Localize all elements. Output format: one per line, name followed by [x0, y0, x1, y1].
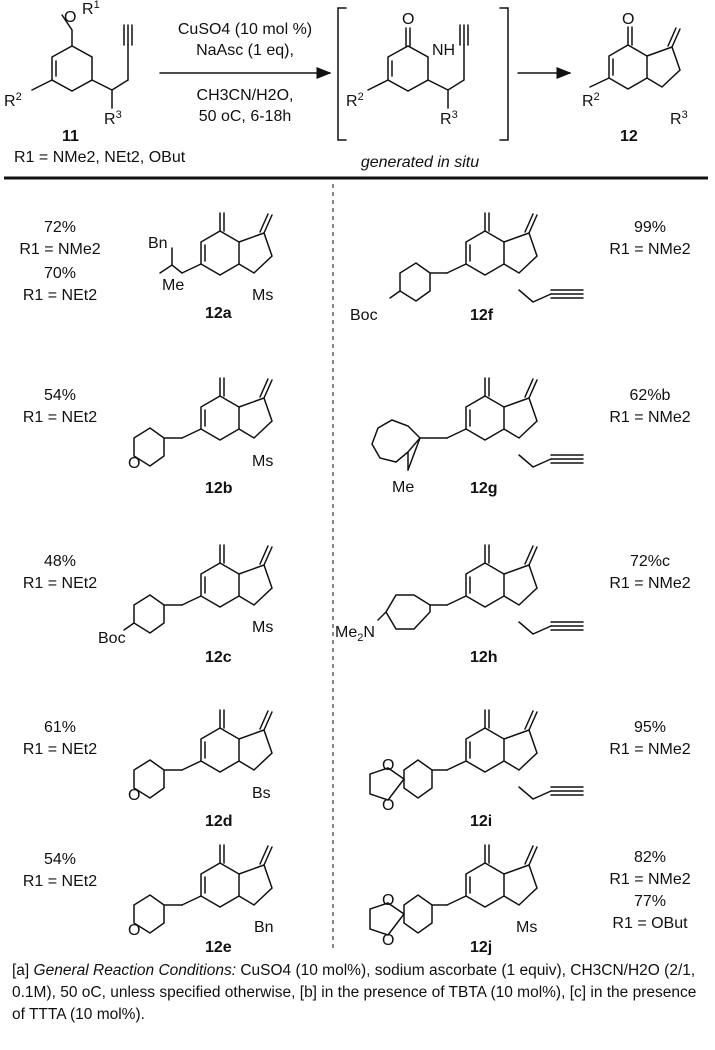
- footnote-b-text: [b] in the presence of TBTA (10 mol%),: [295, 984, 566, 1001]
- compound-12b: O Ms 12b 54% R1 = NEt2: [23, 377, 273, 497]
- n-substituent-12e: Bn: [254, 919, 274, 936]
- conditions-arrow: CuSO4 (10 mol %) NaAsc (1 eq), CH3CN/H2O…: [159, 21, 332, 125]
- reactant-o-label: O: [64, 9, 76, 26]
- compound-12a: Bn Me Ms 12a 72% R1 = NMe2 70% R1 = NEt2: [19, 212, 273, 322]
- ketal-o1-12i: O: [382, 757, 394, 774]
- yield-12d: 61%: [44, 719, 76, 736]
- footnote: [a] General Reaction Conditions: CuSO4 (…: [12, 960, 702, 1026]
- footnote-a-text: CuSO4 (10 mol%), sodium ascorbate (1 equ…: [12, 962, 696, 1001]
- reactant-substituents: R1 = NMe2, NEt2, OBut: [14, 149, 186, 166]
- yield-cond-12a-1: R1 = NMe2: [19, 241, 100, 258]
- intermediate-caption: generated in situ: [361, 154, 479, 171]
- intermediate-r3-label: R3: [440, 109, 458, 128]
- compound-id-12a: 12a: [205, 305, 232, 322]
- yield-12i: 95%: [634, 719, 666, 736]
- boc-label-12f: Boc: [350, 307, 378, 324]
- morpholine-o-12e: O: [128, 922, 140, 939]
- indole-me-12g: Me: [392, 479, 414, 496]
- footnote-c-text: [c] in the presence of TTTA (10 mol%).: [12, 984, 697, 1023]
- yield-12a-2: 70%: [44, 265, 76, 282]
- intermediate-nh-label: NH: [432, 42, 455, 59]
- yield-12b: 54%: [44, 387, 76, 404]
- footnote-a-tag: [a]: [12, 962, 34, 979]
- yield-cond-12e: R1 = NEt2: [23, 873, 97, 890]
- yield-12j-2: 77%: [634, 893, 666, 910]
- reactant-r2-label: R2: [4, 91, 22, 110]
- yield-12g: 62%b: [630, 387, 671, 404]
- yield-cond-12i: R1 = NMe2: [609, 741, 690, 758]
- ketal-o1-12j: O: [382, 892, 394, 909]
- reactant-r1-label: R1: [82, 0, 100, 18]
- yield-12h: 72%c: [630, 553, 670, 570]
- morpholine-o-12d: O: [128, 787, 140, 804]
- footnote-a-heading: General Reaction Conditions:: [33, 962, 237, 979]
- compound-id-12f: 12f: [470, 307, 494, 324]
- product-r2-label: R2: [582, 91, 600, 110]
- morpholine-o-12b: O: [128, 455, 140, 472]
- product-r3-label: R3: [670, 109, 688, 128]
- product-number: 12: [620, 128, 638, 145]
- reactant-11: O R1 R2 R3 11 R1 = NMe2, NEt2, OBut: [4, 0, 186, 166]
- compound-id-12e: 12e: [205, 939, 232, 955]
- product-o-label: O: [622, 11, 634, 28]
- compound-12f: Boc 12f 99% R1 = NMe2: [350, 212, 691, 324]
- compound-id-12g: 12g: [470, 480, 498, 497]
- n-substituent-12j: Ms: [516, 919, 537, 936]
- nme2-label-12h: Me2N: [335, 624, 375, 644]
- boc-label-12c: Boc: [98, 630, 126, 647]
- n-substituent-12b: Ms: [252, 453, 273, 470]
- yield-cond-12h: R1 = NMe2: [609, 575, 690, 592]
- compound-12i: O O 12i 95% R1 = NMe2: [369, 709, 691, 830]
- compound-12e: O Bn 12e 54% R1 = NEt2: [23, 844, 274, 955]
- compound-id-12j: 12j: [470, 939, 492, 955]
- yield-12f: 99%: [634, 219, 666, 236]
- intermediate-r2-label: R2: [346, 91, 364, 110]
- ketal-o2-12j: O: [382, 932, 394, 949]
- yield-cond-12d: R1 = NEt2: [23, 741, 97, 758]
- compound-id-12h: 12h: [470, 649, 498, 666]
- reagent-line-1: CuSO4 (10 mol %): [178, 21, 312, 38]
- reactant-r3-label: R3: [104, 109, 122, 128]
- compound-id-12b: 12b: [205, 480, 233, 497]
- yield-12a-1: 72%: [44, 219, 76, 236]
- yield-cond-12g: R1 = NMe2: [609, 409, 690, 426]
- yield-cond-12a-2: R1 = NEt2: [23, 287, 97, 304]
- compound-12h: Me2N 12h 72%c R1 = NMe2: [335, 544, 691, 666]
- yield-12e: 54%: [44, 851, 76, 868]
- yield-12c: 48%: [44, 553, 76, 570]
- reaction-scheme: O R1 R2 R3 11 R1 = NMe2, NEt2, OBut CuSO…: [4, 0, 708, 955]
- n-substituent-12c: Ms: [252, 619, 273, 636]
- yield-cond-12j-1: R1 = NMe2: [609, 871, 690, 888]
- product-12: O R2 R3 12: [582, 11, 688, 145]
- yield-cond-12b: R1 = NEt2: [23, 409, 97, 426]
- reactant-number: 11: [62, 128, 79, 145]
- yield-cond-12j-2: R1 = OBut: [612, 915, 688, 932]
- n-substituent-12d: Bs: [252, 785, 271, 802]
- compound-id-12i: 12i: [470, 813, 492, 830]
- n-substituent-12a: Ms: [252, 287, 273, 304]
- reagent-line-2: NaAsc (1 eq),: [196, 42, 294, 59]
- compound-id-12d: 12d: [205, 813, 233, 830]
- compound-12d: O Bs 12d 61% R1 = NEt2: [23, 709, 273, 830]
- reagent-line-4: 50 oC, 6-18h: [199, 108, 292, 125]
- compound-id-12c: 12c: [205, 649, 232, 666]
- compound-12j: O O Ms 12j 82% R1 = NMe2 77% R1 = OBut: [369, 844, 691, 955]
- compound-12c: Boc Ms 12c 48% R1 = NEt2: [23, 544, 273, 666]
- intermediate-bracket: O NH R2 R3 generated in situ: [337, 7, 509, 171]
- amine-me-12a: Me: [162, 277, 184, 294]
- yield-cond-12f: R1 = NMe2: [609, 241, 690, 258]
- ketal-o2-12i: O: [382, 797, 394, 814]
- yield-12j-1: 82%: [634, 849, 666, 866]
- intermediate-o-label: O: [402, 11, 414, 28]
- reagent-line-3: CH3CN/H2O,: [197, 87, 294, 104]
- compound-12g: Me 12g 62%b R1 = NMe2: [371, 377, 691, 497]
- yield-cond-12c: R1 = NEt2: [23, 575, 97, 592]
- amine-label-12a: Bn: [148, 235, 168, 252]
